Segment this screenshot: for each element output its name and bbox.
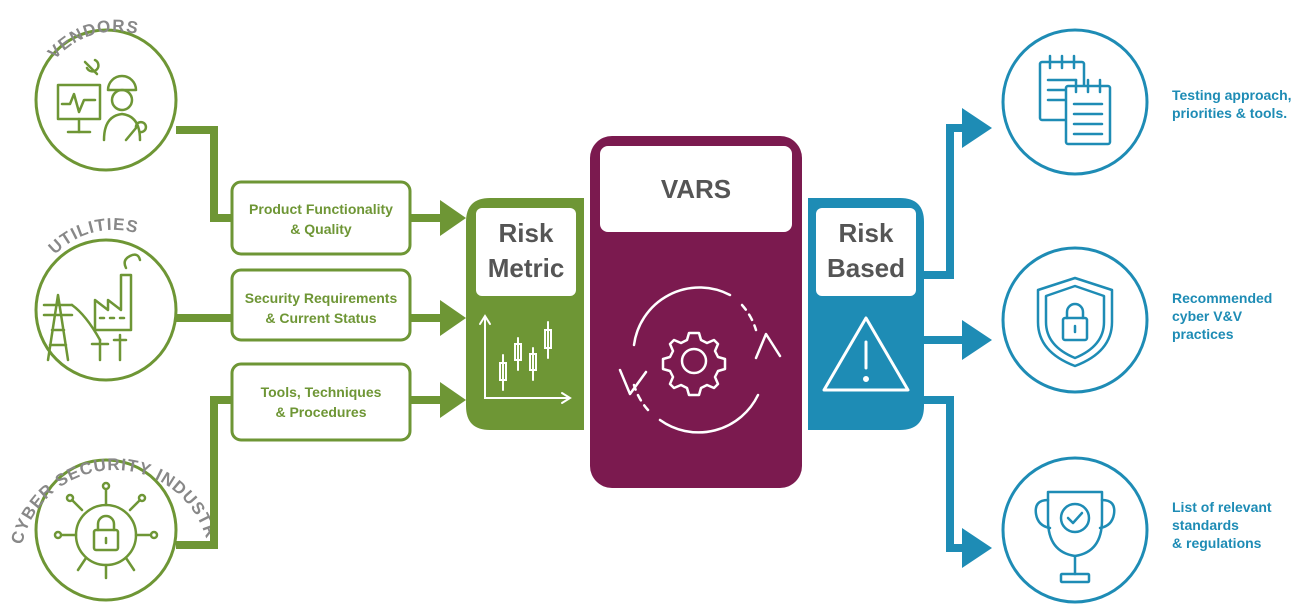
engineer-monitor-icon (56, 58, 148, 142)
output-standards: List of relevant standards & regulations (1001, 456, 1272, 604)
output-practices-line3: practices (1172, 326, 1234, 342)
risk-metric-block: Risk Metric (466, 198, 584, 430)
output-testing-line1: Testing approach, (1172, 87, 1292, 103)
output-standards-line1: List of relevant (1172, 499, 1272, 515)
input-security-line1: Security Requirements (245, 290, 398, 306)
shield-lock-icon (1036, 276, 1114, 368)
output-standards-line3: & regulations (1172, 535, 1262, 551)
blue-arrowheads (962, 108, 992, 568)
vendors-source: VENDORS (34, 16, 178, 172)
warning-triangle-icon (822, 316, 910, 392)
input-security-line2: & Current Status (265, 310, 376, 326)
risk-based-block: Risk Based (808, 198, 924, 430)
risk-based-line2: Based (827, 253, 905, 283)
risk-metric-line2: Metric (488, 253, 565, 283)
vars-title: VARS (661, 174, 731, 204)
output-practices-line2: cyber V&V (1172, 308, 1243, 324)
notepad-icon (1038, 54, 1112, 146)
risk-metric-line1: Risk (499, 218, 554, 248)
input-functionality-line2: & Quality (290, 221, 352, 237)
candlestick-chart-icon (479, 314, 572, 404)
input-box-tools: Tools, Techniques & Procedures (230, 362, 412, 442)
output-testing-line2: priorities & tools. (1172, 105, 1287, 121)
power-plant-icon (42, 253, 142, 362)
output-practices: Recommended cyber V&V practices (1001, 246, 1272, 394)
output-testing: Testing approach, priorities & tools. (1001, 28, 1292, 176)
trophy-check-icon (1034, 490, 1116, 584)
output-practices-line1: Recommended (1172, 290, 1272, 306)
circuit-lock-icon (53, 481, 159, 580)
gear-cycle-icon (618, 286, 782, 434)
vars-block: VARS (590, 136, 802, 488)
risk-based-line1: Risk (839, 218, 894, 248)
utilities-source: UTILITIES (34, 215, 178, 382)
output-standards-line2: standards (1172, 517, 1239, 533)
input-functionality-line1: Product Functionality (249, 201, 393, 217)
input-box-security: Security Requirements & Current Status (230, 268, 412, 342)
input-box-functionality: Product Functionality & Quality (230, 180, 412, 256)
input-tools-line2: & Procedures (275, 404, 366, 420)
input-tools-line1: Tools, Techniques (261, 384, 382, 400)
green-arrowheads (440, 200, 466, 418)
